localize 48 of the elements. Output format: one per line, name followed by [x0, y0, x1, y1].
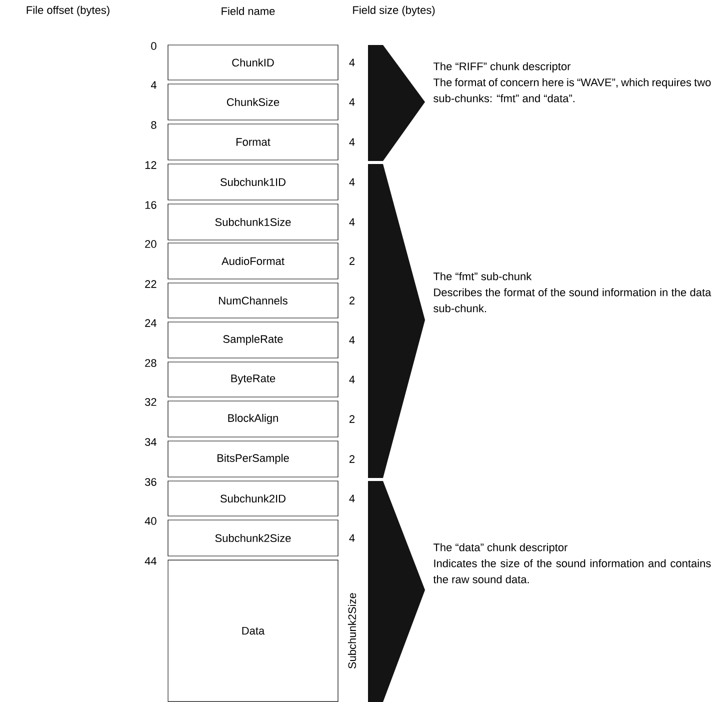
- description-text: The “data” chunk descriptor Indicates the size of the sound information and contains the raw sound data.: [433, 543, 711, 584]
- field-box: NumChannels: [168, 282, 338, 318]
- field-size: 4: [349, 138, 355, 146]
- field-box: BlockAlign: [168, 400, 338, 438]
- field-box: SampleRate: [168, 322, 338, 358]
- field-size: Subchunk2Size: [348, 593, 356, 669]
- byte-offset: 8: [151, 121, 156, 129]
- byte-offset: 32: [145, 398, 156, 406]
- field-size: 2: [350, 257, 355, 265]
- field-size: 4: [349, 336, 355, 344]
- field-box: ByteRate: [168, 362, 338, 398]
- field-box: Subchunk1Size: [168, 204, 338, 240]
- field-box: Subchunk1ID: [168, 164, 338, 200]
- byte-offset: 36: [145, 478, 156, 486]
- field-size: 4: [349, 218, 355, 226]
- field-size: 2: [350, 296, 355, 304]
- byte-offset: 4: [150, 81, 156, 89]
- byte-offset: 40: [144, 517, 156, 525]
- field-box: ChunkID: [168, 44, 338, 80]
- field-box: Format: [168, 124, 338, 160]
- field-size: 4: [349, 376, 355, 384]
- byte-offset: 28: [145, 359, 156, 367]
- field-box: Subchunk2ID: [168, 480, 338, 516]
- description-text: The “fmt” sub-chunk Describes the format of the sound information in the data sub-chunk.: [433, 272, 712, 312]
- byte-offset: 0: [151, 42, 156, 50]
- byte-offset: 16: [145, 201, 156, 209]
- field-box: Subchunk2Size: [168, 520, 338, 556]
- field-size: 2: [350, 455, 355, 463]
- column-header: Field size (bytes): [353, 6, 435, 16]
- byte-offset: 22: [145, 280, 156, 288]
- field-box: BitsPerSample: [168, 440, 338, 478]
- field-size: 4: [349, 534, 355, 542]
- byte-offset: 24: [145, 319, 156, 327]
- field-size: 4: [349, 58, 355, 66]
- column-header: Field name: [222, 6, 275, 16]
- field-size: 4: [349, 178, 355, 186]
- field-size: 2: [350, 415, 355, 423]
- column-header: File offset (bytes): [26, 6, 110, 16]
- field-box: ChunkSize: [168, 84, 338, 120]
- field-box: Data: [168, 560, 338, 702]
- byte-offset: 44: [144, 557, 156, 565]
- byte-offset: 12: [145, 161, 156, 169]
- byte-offset: 34: [145, 438, 156, 446]
- field-box: AudioFormat: [168, 242, 338, 280]
- byte-offset: 20: [145, 240, 156, 248]
- field-size: 4: [349, 98, 355, 106]
- field-size: 4: [349, 494, 355, 502]
- description-text: The “RIFF” chunk descriptor The format of concern here is “WAVE”, which requires two sub-chunks: “fmt” and “data”.: [433, 62, 711, 102]
